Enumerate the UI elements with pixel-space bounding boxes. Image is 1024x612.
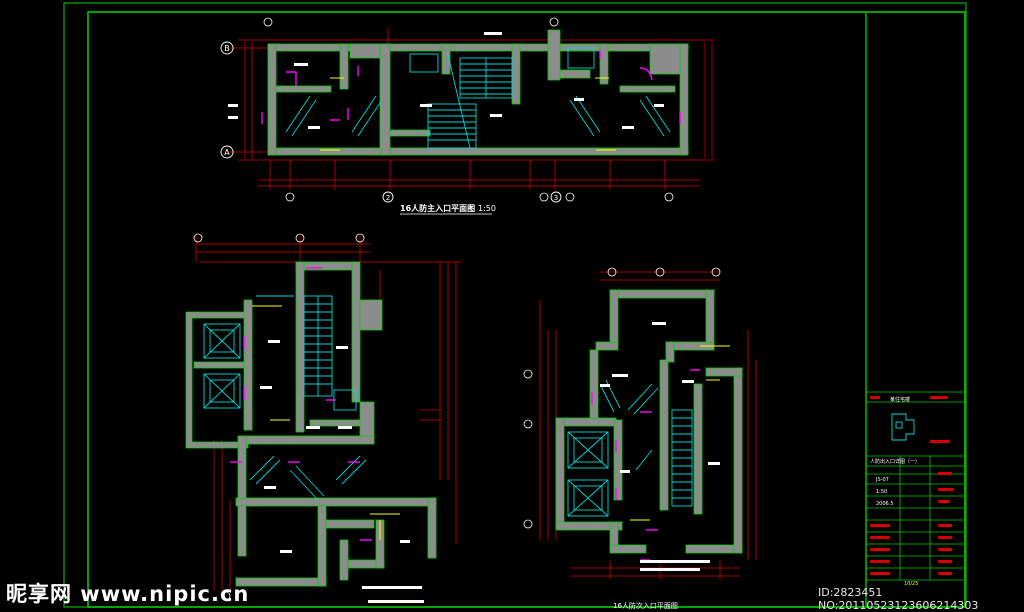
right-plan-dimensions <box>539 271 757 580</box>
right-plan-labels <box>600 322 720 571</box>
left-plan-dimensions <box>195 236 462 590</box>
svg-text:B: B <box>224 44 230 53</box>
title-block-grid <box>866 391 965 581</box>
bottom-plan-title: 16人防次入口平面图 <box>613 601 678 610</box>
title-block-red-labels <box>870 396 954 575</box>
top-plan-dimensions <box>230 28 715 190</box>
top-plan-small-bubbles <box>263 17 674 202</box>
top-plan-scale: 1:50 <box>478 204 496 213</box>
top-plan-title: 16人防主入口平面图 <box>400 203 475 213</box>
right-plan-walls <box>555 289 743 554</box>
left-plan-axis-bubbles <box>193 233 365 601</box>
right-plan-elevators <box>567 431 609 517</box>
right-plan-axis-bubbles <box>523 267 721 529</box>
svg-text:3: 3 <box>554 194 558 202</box>
left-plan-markers <box>252 305 400 540</box>
watermark-logo: 昵享网 www.nipic.cn <box>6 582 250 606</box>
left-plan-elevators <box>203 323 241 409</box>
left-plan-stair <box>249 295 367 501</box>
key-plan-icon <box>891 413 915 441</box>
left-plan-walls <box>185 261 437 587</box>
top-plan-axis-a: A <box>220 145 234 159</box>
top-plan: B A 2 3 16人防主入口平面图 1:50 <box>220 17 715 215</box>
top-plan-doors <box>261 50 681 124</box>
title-block-sheet-code: 10/25 <box>904 581 918 587</box>
title-block-date: 2006.5 <box>876 501 894 507</box>
left-plan-labels <box>260 340 424 603</box>
left-plan-doors <box>230 267 372 541</box>
top-plan-axis-3: 3 <box>550 191 562 203</box>
title-block: 某住宅楼 人防出入口详图（一） JS-07 1:50 2006.5 10/25 <box>866 391 965 587</box>
right-plan: 16人防次入口平面图 <box>523 267 757 610</box>
top-plan-axis-b: B <box>220 41 234 55</box>
right-plan-stair <box>599 379 693 507</box>
title-block-scale: 1:50 <box>876 489 887 495</box>
top-plan-labels <box>228 32 664 129</box>
image-id-text: ID:2823451 NO:20110523123606214303 <box>818 586 979 612</box>
top-plan-walls <box>267 29 689 156</box>
top-plan-axis-2: 2 <box>382 191 394 203</box>
top-plan-stairs <box>285 47 671 149</box>
top-plan-markers <box>320 77 616 151</box>
title-block-sheet-no: JS-07 <box>875 477 889 483</box>
title-block-drawing-name: 人防出入口详图（一） <box>870 458 920 465</box>
left-plan <box>185 233 462 603</box>
drawing-border <box>87 11 966 608</box>
right-plan-markers <box>630 345 730 521</box>
title-block-project: 某住宅楼 <box>890 396 910 403</box>
svg-text:A: A <box>224 148 230 157</box>
svg-text:2: 2 <box>386 194 390 202</box>
